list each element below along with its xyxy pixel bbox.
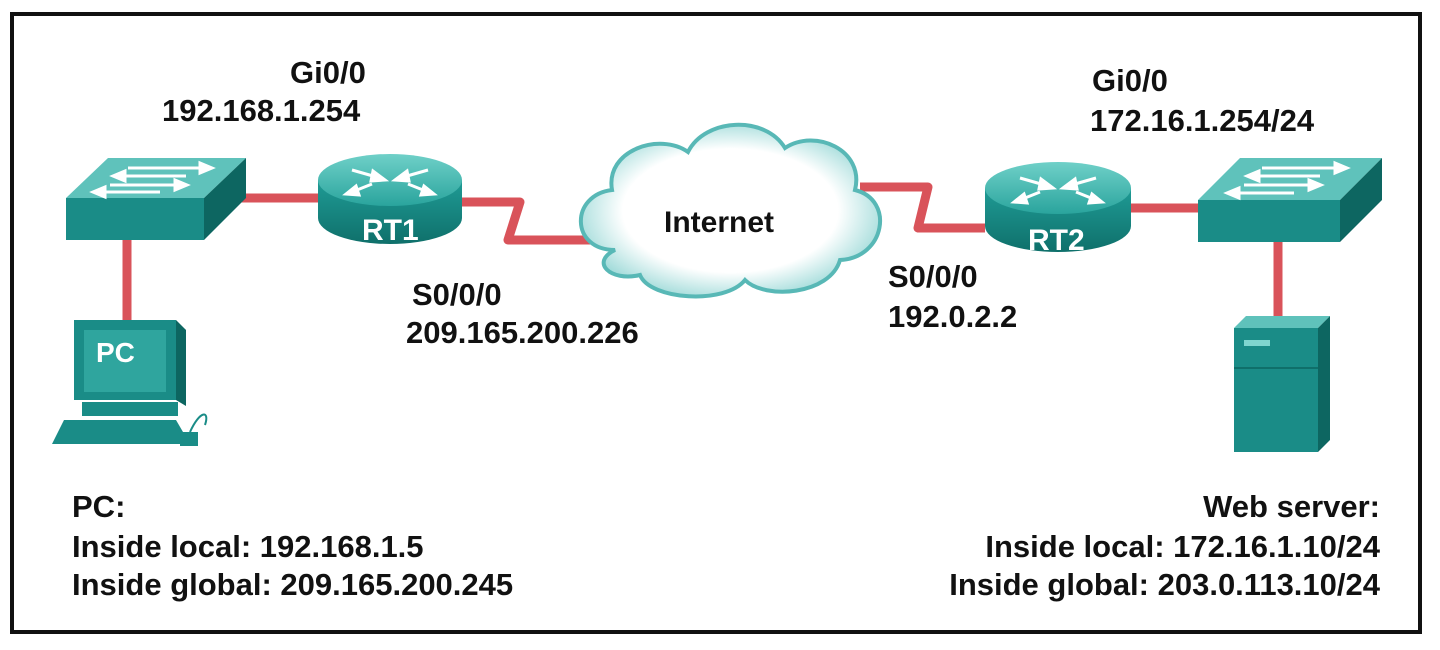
rt2-name-label: RT2: [1028, 224, 1085, 257]
pc-info-heading: PC:: [72, 489, 126, 524]
server-info-heading: Web server:: [1203, 489, 1380, 524]
pc-inside-local: Inside local: 192.168.1.5: [72, 529, 424, 564]
link-rt1-internet: [462, 197, 598, 245]
router-rt1-icon: [318, 154, 462, 244]
rt2-gi-ip-label: 172.16.1.254/24: [1090, 103, 1315, 138]
links: [122, 182, 1283, 320]
rt2-serial-ip-label: 192.0.2.2: [888, 299, 1018, 334]
internet-cloud-icon: [578, 122, 882, 299]
rt2-gi-interface-label: Gi0/0: [1092, 63, 1168, 98]
internet-label: Internet: [664, 206, 774, 239]
rt1-serial-interface-label: S0/0/0: [412, 277, 502, 312]
server-inside-global: Inside global: 203.0.113.10/24: [949, 567, 1380, 602]
switch-1-icon: [66, 158, 246, 240]
server-inside-local: Inside local: 172.16.1.10/24: [985, 529, 1380, 564]
rt1-serial-ip-label: 209.165.200.226: [406, 315, 639, 350]
rt1-gi-interface-label: Gi0/0: [290, 55, 366, 90]
web-server-icon: [1234, 316, 1330, 452]
rt2-serial-interface-label: S0/0/0: [888, 259, 978, 294]
rt1-name-label: RT1: [362, 214, 419, 247]
pc-inside-global: Inside global: 209.165.200.245: [72, 567, 514, 602]
link-internet-rt2: [860, 182, 985, 233]
pc-screen-label: PC: [96, 337, 135, 368]
rt1-gi-ip-label: 192.168.1.254: [162, 93, 361, 128]
switch-2-icon: [1198, 158, 1382, 242]
pc-icon: [52, 320, 208, 446]
diagram-frame: [10, 12, 1422, 634]
router-rt2-icon: [985, 162, 1131, 252]
